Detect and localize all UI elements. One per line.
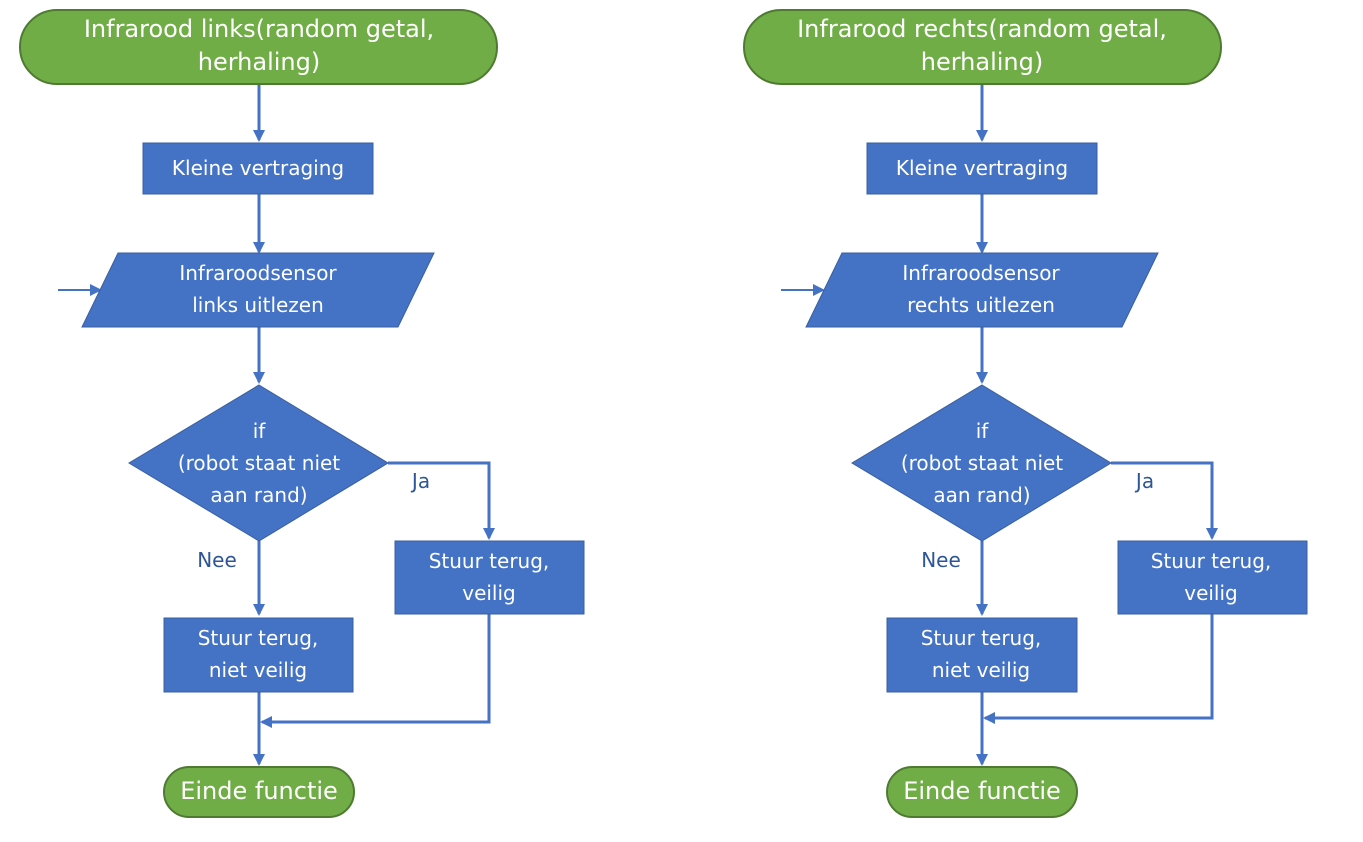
connectors bbox=[58, 84, 495, 766]
return-unsafe-process: Stuur terug, niet veilig bbox=[163, 617, 354, 693]
start-label-line2: herhaling) bbox=[198, 48, 320, 76]
arrow-decision-yes bbox=[1111, 461, 1218, 540]
end-label: Einde functie bbox=[180, 777, 338, 805]
delay-label: Kleine vertraging bbox=[896, 156, 1068, 180]
decision-label-line2: (robot staat niet bbox=[178, 451, 340, 475]
read-sensor-input: Infraroodsensor rechts uitlezen bbox=[805, 252, 1159, 328]
decision-diamond: if (robot staat niet aan rand) bbox=[128, 384, 389, 542]
read-label-line2: rechts uitlezen bbox=[907, 293, 1055, 317]
read-label-line1: Infraroodsensor bbox=[179, 261, 337, 285]
yes-branch-label: Ja bbox=[410, 469, 430, 493]
flowchart-right: Infrarood rechts(random getal, herhaling… bbox=[743, 9, 1308, 818]
arrow-decision-yes bbox=[388, 461, 495, 540]
no-branch-label: Nee bbox=[197, 548, 237, 572]
decision-label-line1: if bbox=[253, 419, 267, 443]
return-unsafe-line1: Stuur terug, bbox=[921, 626, 1042, 650]
delay-process: Kleine vertraging bbox=[866, 142, 1098, 195]
return-unsafe-line2: niet veilig bbox=[932, 658, 1030, 682]
read-label-line1: Infraroodsensor bbox=[902, 261, 1060, 285]
yes-branch-label: Ja bbox=[1134, 469, 1154, 493]
return-safe-line1: Stuur terug, bbox=[429, 549, 550, 573]
start-terminator: Infrarood links(random getal, herhaling) bbox=[19, 9, 498, 85]
return-unsafe-line1: Stuur terug, bbox=[198, 626, 319, 650]
return-safe-line1: Stuur terug, bbox=[1151, 549, 1272, 573]
decision-label-line2: (robot staat niet bbox=[901, 451, 1063, 475]
read-label-line2: links uitlezen bbox=[192, 293, 324, 317]
flowchart-left: Infrarood links(random getal, herhaling)… bbox=[19, 9, 585, 818]
end-label: Einde functie bbox=[903, 777, 1061, 805]
start-label-line1: Infrarood links(random getal, bbox=[84, 15, 434, 43]
decision-label-line3: aan rand) bbox=[210, 483, 307, 507]
arrow-yes-merge bbox=[260, 614, 491, 728]
arrow-yes-merge bbox=[983, 614, 1214, 724]
start-label-line1: Infrarood rechts(random getal, bbox=[797, 15, 1167, 43]
start-label-line2: herhaling) bbox=[921, 48, 1043, 76]
return-safe-line2: veilig bbox=[1184, 581, 1238, 605]
delay-process: Kleine vertraging bbox=[142, 142, 374, 195]
no-branch-label: Nee bbox=[921, 548, 961, 572]
return-unsafe-process: Stuur terug, niet veilig bbox=[886, 617, 1078, 693]
connectors bbox=[781, 84, 1218, 766]
decision-diamond: if (robot staat niet aan rand) bbox=[851, 384, 1112, 542]
end-terminator: Einde functie bbox=[886, 766, 1078, 818]
return-safe-process: Stuur terug, veilig bbox=[1117, 540, 1308, 615]
read-sensor-input: Infraroodsensor links uitlezen bbox=[81, 252, 435, 328]
delay-label: Kleine vertraging bbox=[172, 156, 344, 180]
decision-label-line1: if bbox=[976, 419, 990, 443]
end-terminator: Einde functie bbox=[163, 766, 355, 818]
return-safe-process: Stuur terug, veilig bbox=[394, 540, 585, 615]
return-unsafe-line2: niet veilig bbox=[209, 658, 307, 682]
start-terminator: Infrarood rechts(random getal, herhaling… bbox=[743, 9, 1222, 85]
decision-label-line3: aan rand) bbox=[933, 483, 1030, 507]
return-safe-line2: veilig bbox=[462, 581, 516, 605]
